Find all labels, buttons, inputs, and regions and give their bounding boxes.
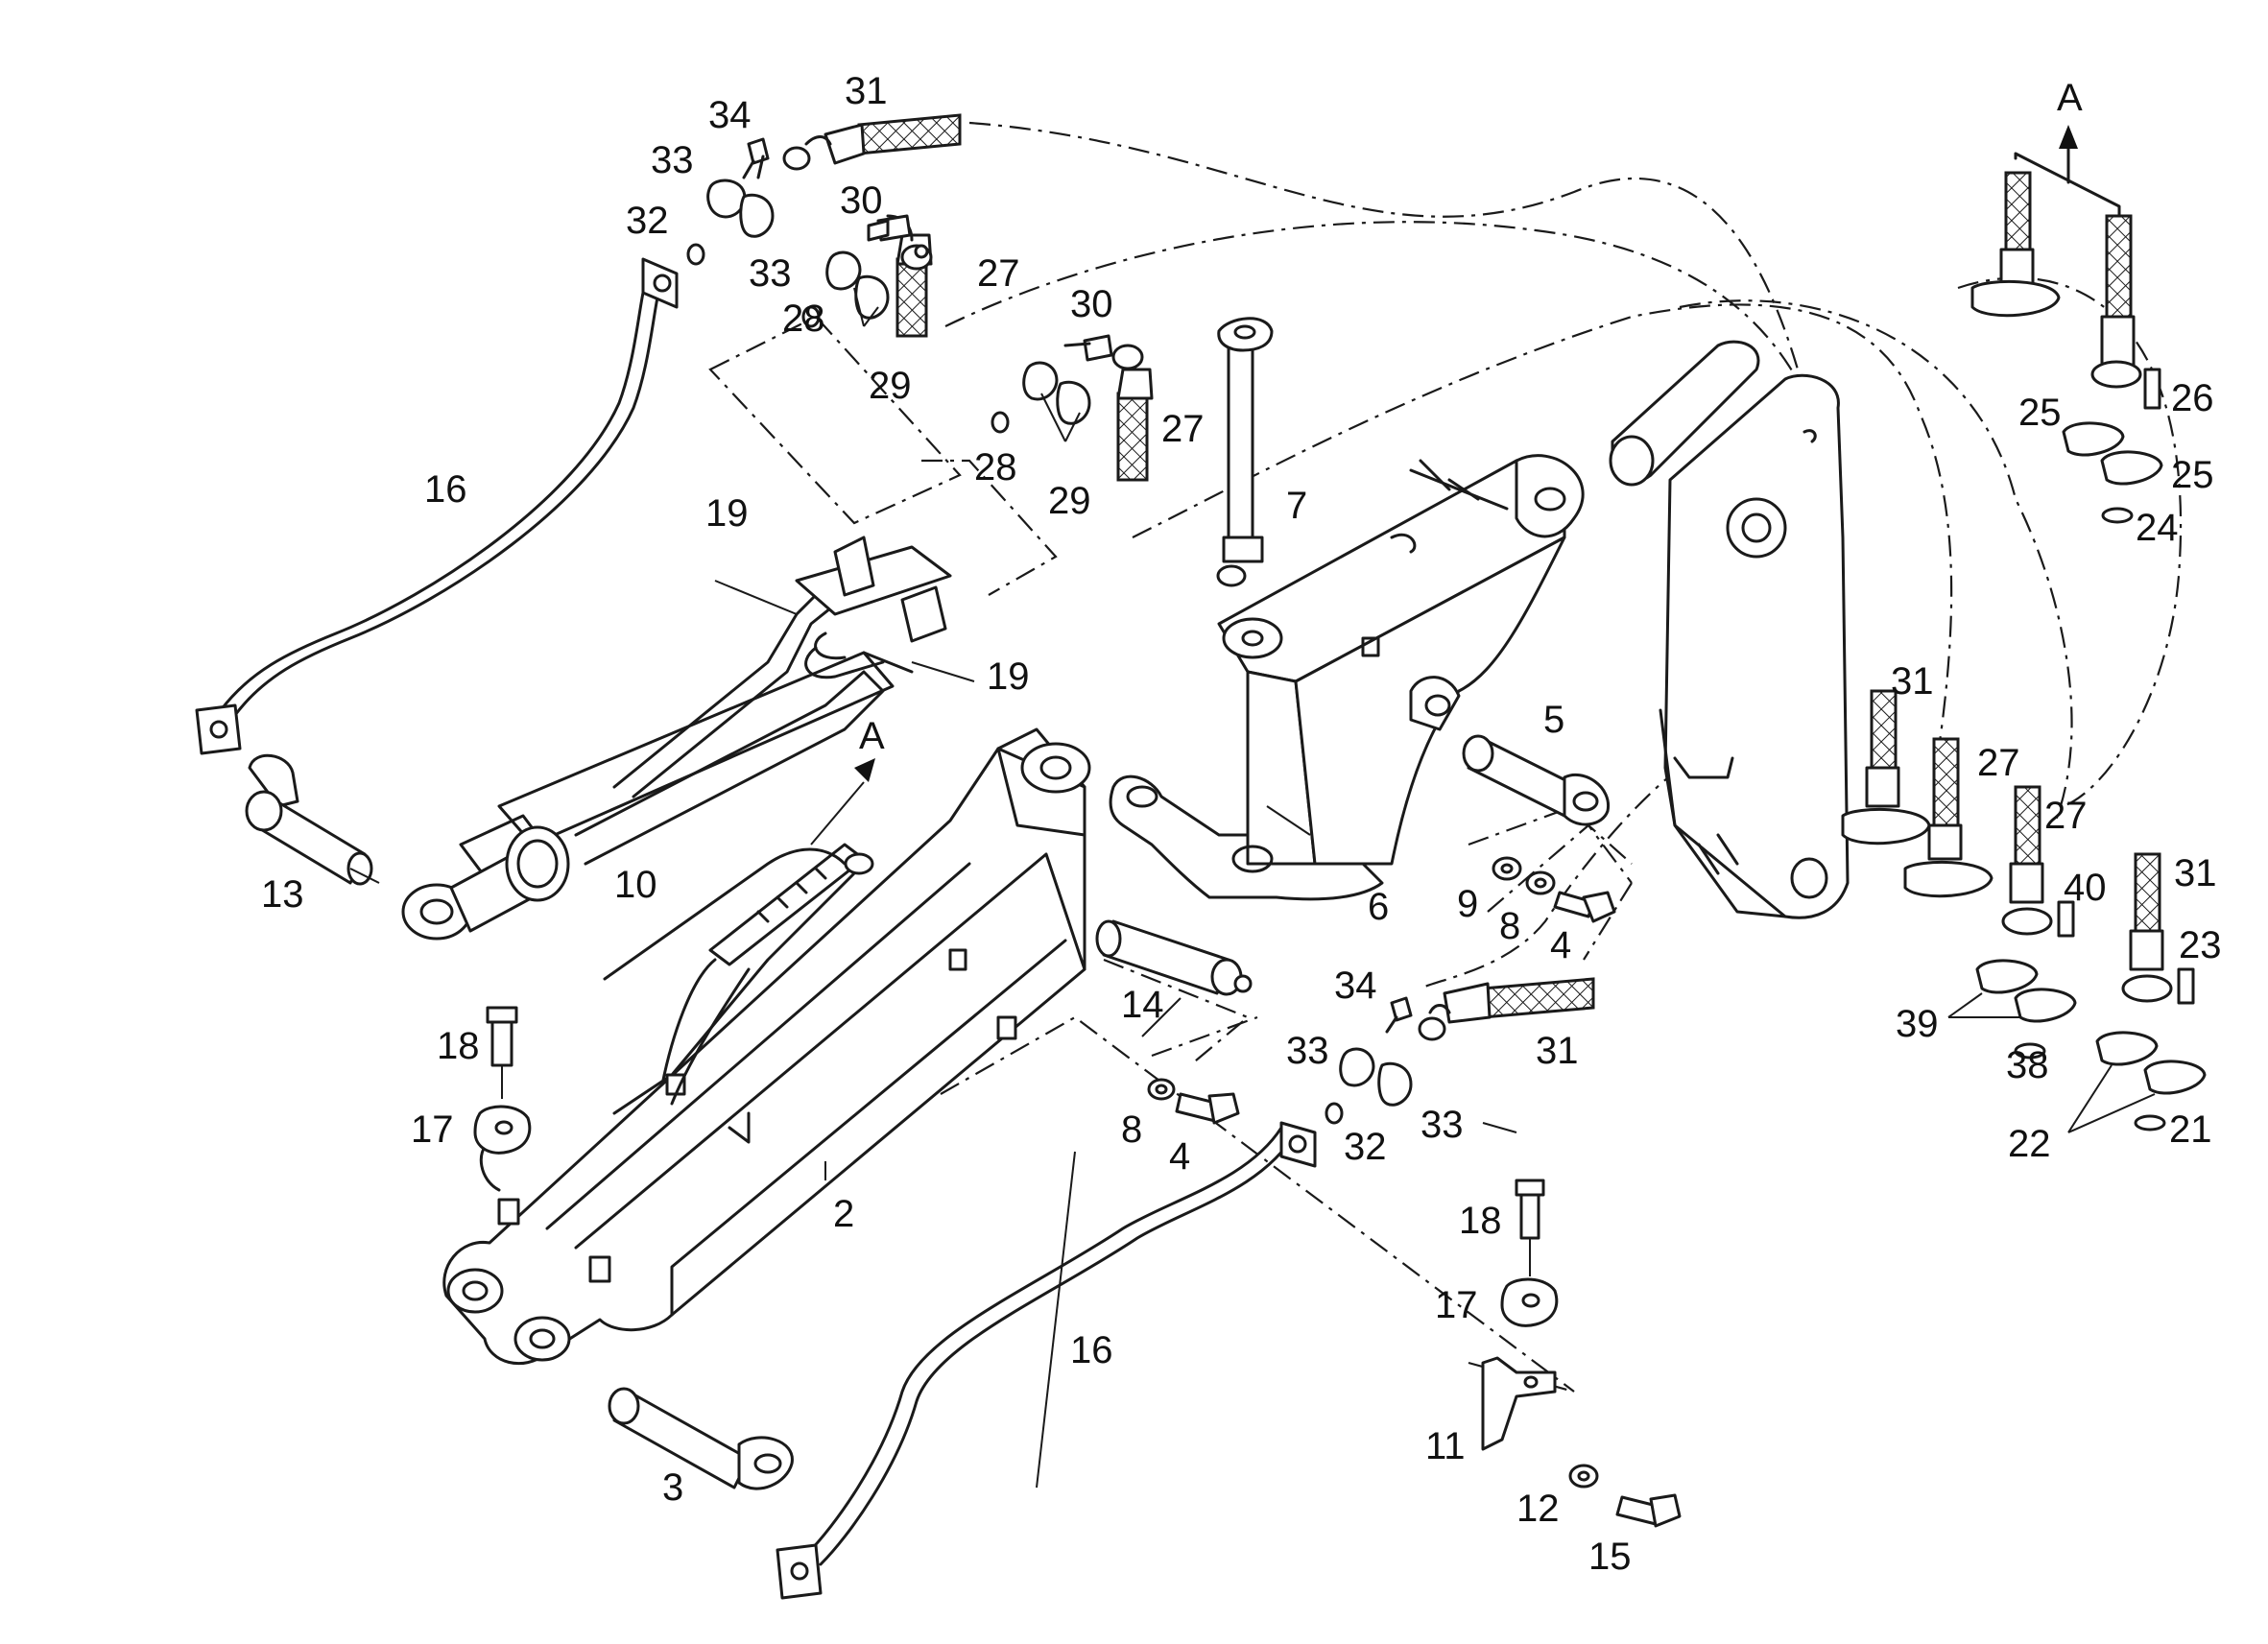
pin-7 bbox=[1216, 317, 1274, 587]
callout-19: 19 bbox=[705, 492, 749, 535]
callout-4: 4 bbox=[1169, 1135, 1190, 1178]
callout-2: 2 bbox=[833, 1193, 854, 1235]
pipe-16-upper bbox=[195, 257, 679, 755]
flange-clamps-22 bbox=[2095, 1031, 2207, 1132]
callout-6: 6 bbox=[1368, 886, 1389, 928]
callout-7: 7 bbox=[1286, 485, 1307, 527]
bucket-arm bbox=[1609, 340, 1850, 919]
callout-17: 17 bbox=[411, 1108, 454, 1151]
callout-5: 5 bbox=[1543, 699, 1564, 741]
callout-16: 16 bbox=[1070, 1329, 1113, 1371]
callout-34: 34 bbox=[708, 94, 752, 136]
callout-30: 30 bbox=[1070, 283, 1113, 325]
hose-31-upper bbox=[742, 113, 962, 179]
callout-33: 33 bbox=[749, 252, 792, 295]
callout-4: 4 bbox=[1550, 924, 1571, 966]
flange-clamps-29-upper bbox=[801, 250, 890, 328]
callout-31: 31 bbox=[1891, 660, 1934, 703]
callout-18: 18 bbox=[437, 1025, 480, 1067]
callout-28: 28 bbox=[974, 446, 1017, 488]
clamp-17-left bbox=[473, 1006, 532, 1155]
leader-lines bbox=[349, 287, 2156, 1489]
callout-39: 39 bbox=[1896, 1003, 1939, 1045]
pin-5-assembly bbox=[1462, 734, 1616, 923]
callout-22: 22 bbox=[2008, 1123, 2051, 1165]
callout-25: 25 bbox=[2018, 392, 2062, 434]
hose-assembly-31-27 bbox=[1841, 689, 2075, 938]
callout-24: 24 bbox=[2136, 507, 2179, 549]
callout-23: 23 bbox=[2179, 924, 2222, 966]
pin-13 bbox=[245, 753, 373, 886]
callout-8: 8 bbox=[1121, 1108, 1142, 1151]
clamp-17-bracket-11 bbox=[1481, 1179, 1682, 1528]
callout-31: 31 bbox=[845, 70, 888, 112]
connection-lines bbox=[708, 121, 2183, 1394]
callout-16: 16 bbox=[424, 468, 467, 511]
callout-32: 32 bbox=[626, 200, 669, 242]
main-boom bbox=[442, 727, 1091, 1366]
callout-27: 27 bbox=[1977, 742, 2020, 784]
callout-33: 33 bbox=[651, 139, 694, 181]
view-a-label-top: A bbox=[2057, 77, 2083, 119]
callout-38: 38 bbox=[2006, 1044, 2049, 1086]
callout-17: 17 bbox=[1435, 1284, 1478, 1326]
flange-clamps-25 bbox=[2062, 368, 2163, 524]
view-a-label: A bbox=[859, 715, 885, 757]
callout-18: 18 bbox=[1459, 1200, 1502, 1242]
hose-27-upper bbox=[867, 214, 933, 338]
boom-cylinder bbox=[401, 593, 895, 941]
callout-25: 25 bbox=[2171, 454, 2214, 496]
callout-29: 29 bbox=[1048, 480, 1091, 522]
callout-21: 21 bbox=[2169, 1108, 2212, 1151]
callout-27: 27 bbox=[2044, 795, 2088, 837]
callout-31: 31 bbox=[2174, 852, 2217, 894]
flange-clamps-33-upper bbox=[686, 179, 775, 266]
callout-3: 3 bbox=[662, 1466, 683, 1509]
callout-13: 13 bbox=[261, 873, 304, 916]
hose-assembly-31-right bbox=[2121, 852, 2195, 1005]
callout-12: 12 bbox=[1516, 1488, 1560, 1530]
pin-3 bbox=[608, 1387, 794, 1490]
hose-31-lower bbox=[1385, 977, 1595, 1041]
valve-manifold bbox=[795, 536, 952, 679]
callouts: 31 34 33 32 33 30 27 28 29 30 27 28 29 1… bbox=[261, 70, 2222, 1578]
callout-14: 14 bbox=[1121, 984, 1164, 1026]
hose-assembly-top-right bbox=[1970, 125, 2142, 389]
boom-hydraulic-lines bbox=[660, 843, 874, 1106]
flange-clamps-29-middle bbox=[991, 361, 1091, 434]
callout-19: 19 bbox=[987, 655, 1030, 698]
frame bbox=[1109, 454, 1585, 901]
callout-10: 10 bbox=[614, 864, 657, 906]
callout-33: 33 bbox=[1286, 1030, 1329, 1072]
flange-clamps-33-lower bbox=[1325, 1047, 1413, 1125]
callout-26: 26 bbox=[2171, 377, 2214, 419]
callout-27: 27 bbox=[977, 252, 1020, 295]
pin-14 bbox=[1095, 919, 1253, 1125]
pipe-16-lower bbox=[776, 1121, 1317, 1600]
callout-31: 31 bbox=[1536, 1030, 1579, 1072]
callout-9: 9 bbox=[1457, 883, 1478, 925]
hose-27-middle bbox=[1063, 334, 1154, 482]
view-arrow-a: A A bbox=[810, 77, 2083, 846]
callout-34: 34 bbox=[1334, 965, 1377, 1007]
callout-40: 40 bbox=[2064, 867, 2107, 909]
flange-clamps-39 bbox=[1975, 959, 2077, 1060]
callout-33: 33 bbox=[1420, 1104, 1464, 1146]
callout-11: 11 bbox=[1425, 1425, 1466, 1467]
callout-8: 8 bbox=[1499, 905, 1520, 947]
callout-28: 28 bbox=[782, 298, 825, 340]
callout-27: 27 bbox=[1161, 408, 1205, 450]
callout-32: 32 bbox=[1344, 1126, 1387, 1168]
callout-29: 29 bbox=[869, 365, 912, 407]
callout-15: 15 bbox=[1588, 1536, 1632, 1578]
callout-30: 30 bbox=[840, 179, 883, 222]
